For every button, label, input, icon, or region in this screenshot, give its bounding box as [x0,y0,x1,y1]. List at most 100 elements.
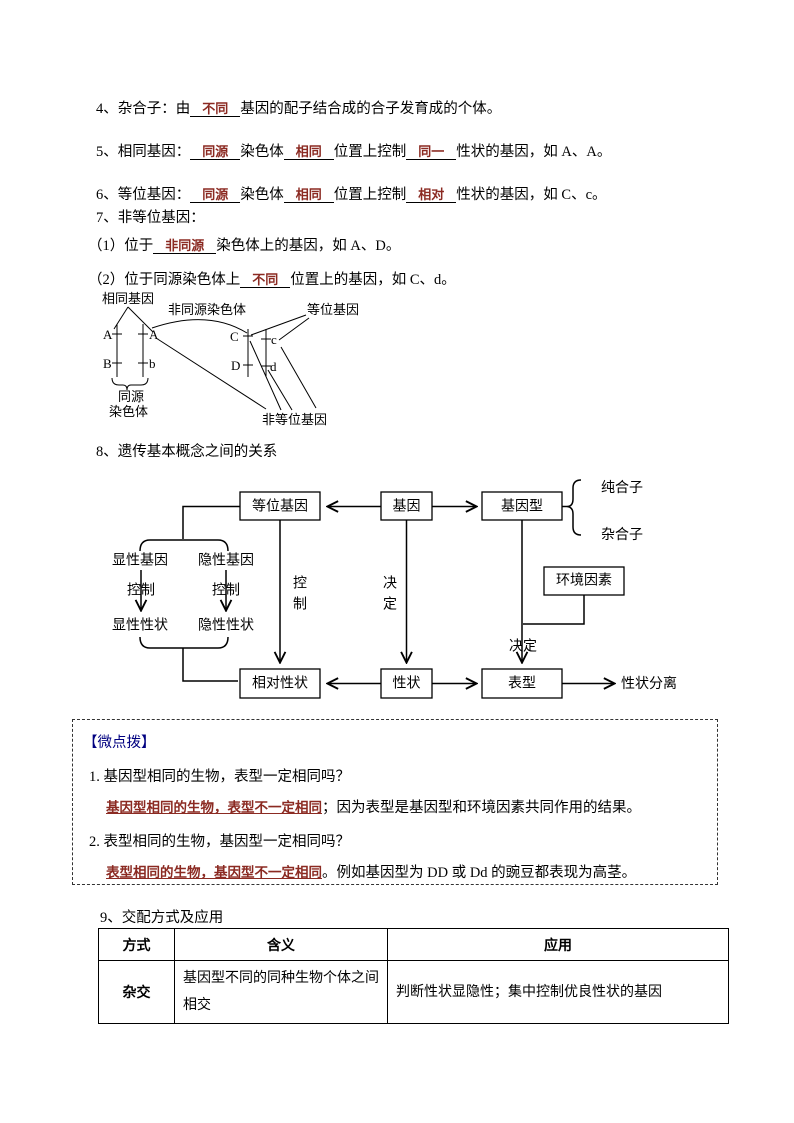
trait-box-label: 性状 [393,676,421,692]
item-7-2: （2）位于同源染色体上不同位置上的基因，如 C、d。 [88,272,456,288]
homologous-brace [111,377,149,391]
pure-breeding-label: 纯合子 [601,480,643,496]
gene-D1: D [231,358,240,373]
same-genes-label: 相同基因 [102,291,154,306]
trait-pair-brace-bottom [139,636,229,649]
item-6-blank1: 同源 [190,188,241,203]
gene-pair-brace-top [139,539,229,552]
dominant-trait-label: 显性性状 [112,618,168,634]
cell-application: 判断性状显隐性；集中控制优良性状的基因 [387,960,729,1024]
decide-vertical-char-1: 决 [383,576,397,592]
item-6-text4: 性状的基因，如 C、c。 [456,187,607,203]
item-7: 7、非等位基因： [96,210,205,226]
item-5-text: 5、相同基因： [96,144,191,160]
tip-answer-1-rest: ；因为表型是基因型和环境因素共同作用的结果。 [322,800,641,816]
item-5-text4: 性状的基因，如 A、A。 [456,144,612,160]
item-5-answer2: 相同 [295,144,322,159]
alleles-pointer-2 [278,317,310,341]
gene-B1: B [103,356,112,371]
non-homologous-arc [151,319,248,334]
environment-box [543,566,625,596]
section-8-heading: 8、遗传基本概念之间的关系 [96,444,278,460]
genotype-brace [566,479,582,536]
header-meaning: 含义 [174,928,388,961]
dominant-gene-label: 显性基因 [112,552,168,569]
tip-answer-2-rest: 。例如基因型为 DD 或 Dd 的豌豆都表现为高茎。 [322,865,637,881]
gene-A2: A [149,327,159,342]
tip-question-1: 1. 基因型相同的生物，表型一定相同吗？ [89,769,350,785]
item-4: 4、杂合子：由不同基因的配子结合成的合子发育成的个体。 [96,101,501,117]
item-5: 5、相同基因： 同源染色体相同位置上控制同一性状的基因，如 A、A。 [96,144,611,160]
tip-box: 【微点拨】 1. 基因型相同的生物，表型一定相同吗？ 基因型相同的生物，表型不一… [72,719,718,885]
item-4-text: 4、杂合子：由 [96,101,191,117]
segregation-label: 性状分离 [621,675,677,692]
relative-trait-box-label: 相对性状 [252,676,308,692]
item-5-blank1: 同源 [190,144,241,160]
item-5-blank3: 同一 [406,145,457,160]
mating-table: 方式 含义 应用 杂交 基因型不同的同种生物个体之间相交 判断性状显隐性；集中控… [98,928,729,1024]
gene-box [380,491,433,521]
tip-answer-1: 基因型相同的生物，表型不一定相同；因为表型是基因型和环境因素共同作用的结果。 [106,796,641,817]
phenotype-box-label: 表型 [508,676,536,692]
tip-answer-2: 表型相同的生物，基因型不一定相同。例如基因型为 DD 或 Dd 的豌豆都表现为高… [106,861,636,882]
item-5-answer1: 同源 [202,144,229,159]
item-4-text2: 基因的配子结合成的合子发育成的个体。 [240,101,502,117]
item-7-1-text: （1）位于 [88,238,154,254]
alleles-label: 等位基因 [307,302,359,317]
non-allele-pointer-1 [155,337,267,410]
same-genes-pointer-left [113,306,129,330]
mating-table-row-hybridization: 杂交 基因型不同的同种生物个体之间相交 判断性状显隐性；集中控制优良性状的基因 [98,960,729,1024]
environment-box-label: 环境因素 [556,573,612,589]
gene-c2: c [271,332,277,347]
chromosome-diagram: 相同基因 非同源染色体 等位基因 A B A b C D c d 同源 染色体 … [102,291,359,427]
non-allele-pointer-3 [267,369,293,411]
decide-vertical-char-2: 定 [383,597,397,613]
relative-trait-box [239,668,321,699]
non-allele-pointer-2 [249,340,282,411]
tip-title: 【微点拨】 [83,735,156,751]
non-allele-pointer-4 [280,346,317,409]
recessive-gene-label: 隐性基因 [198,552,254,569]
item-6-answer3: 相对 [418,187,445,202]
item-6-text3: 位置上控制 [333,187,407,203]
cell-method: 杂交 [98,960,175,1024]
gene-box-label: 基因 [393,498,421,515]
item-5-blank2: 相同 [283,144,334,160]
control-label-left: 控制 [127,583,155,599]
trait-box [380,668,433,699]
item-7-2-text2: 位置上的基因，如 C、d。 [290,272,456,288]
gene-locus-ticks [112,333,271,367]
non-alleles-label: 非等位基因 [262,412,327,427]
same-genes-pointer-right [127,306,154,333]
homologous-label-2: 染色体 [109,404,148,419]
item-7-1-text2: 染色体上的基因，如 A、D。 [216,238,401,254]
cell-meaning: 基因型不同的同种生物个体之间相交 [174,960,388,1024]
concept-flowchart: 等位基因 基因 基因型 环境因素 相对性状 性状 表型 显性基因 隐性基因 控制… [112,479,677,699]
phenotype-box [481,668,563,699]
gene-C1: C [230,329,239,344]
item-6-blank3: 相对 [406,187,457,203]
genotype-box-label: 基因型 [501,498,543,515]
item-6: 6、等位基因：同源染色体相同位置上控制相对性状的基因，如 C、c。 [96,187,607,203]
mating-table-header-row: 方式 含义 应用 [98,928,729,961]
control-label-right: 控制 [212,583,240,599]
genotype-box [481,491,563,521]
allele-branch-line [182,505,240,539]
item-7-2-text: （2）位于同源染色体上 [88,272,241,288]
environment-join-line [523,595,585,625]
item-5-text3: 位置上控制 [333,144,407,160]
non-homologous-label: 非同源染色体 [168,302,246,317]
item-6-blank2: 相同 [283,187,334,203]
header-method: 方式 [98,928,175,961]
item-5-text2: 染色体 [240,144,284,160]
item-7-1-blank: 非同源 [153,239,217,254]
item-6-text2: 染色体 [240,187,284,203]
item-7-2-blank: 不同 [240,272,291,288]
item-6-text: 6、等位基因： [96,187,191,203]
decide-label: 决定 [509,639,537,655]
item-6-answer2: 相同 [295,187,322,202]
trait-pair-join-line [182,648,238,682]
item-4-answer: 不同 [202,101,229,116]
item-7-2-answer: 不同 [252,272,279,287]
